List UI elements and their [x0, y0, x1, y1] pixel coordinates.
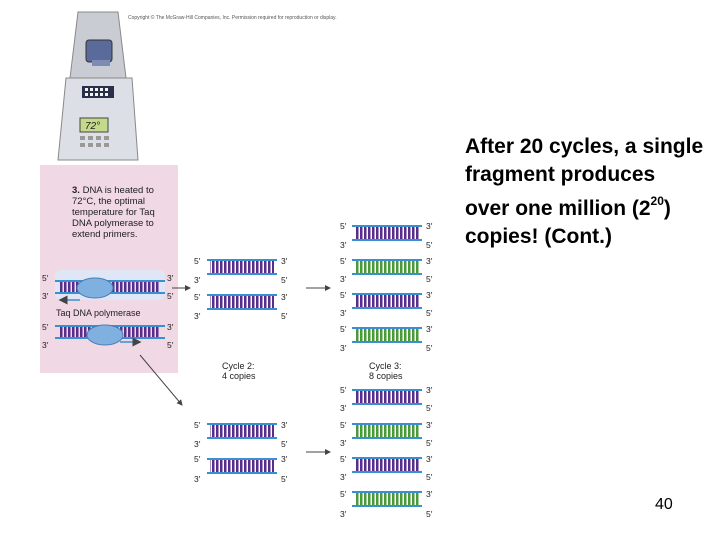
cycle2-copies-bottom: 5′ 3′ 3′ 5′ 5′ 3′ 3′ 5′ [194, 420, 288, 484]
svg-text:3′: 3′ [340, 472, 347, 482]
svg-text:5′: 5′ [340, 489, 347, 499]
svg-text:5′: 5′ [340, 454, 347, 464]
svg-text:5′: 5′ [281, 439, 288, 449]
flow-arrows [139, 285, 331, 455]
cycle2-title: Cycle 2: [222, 361, 255, 371]
svg-text:5′: 5′ [194, 292, 201, 302]
svg-text:3′: 3′ [167, 322, 174, 332]
svg-text:5′: 5′ [426, 472, 433, 482]
svg-text:5′: 5′ [167, 340, 174, 350]
svg-text:3′: 3′ [426, 420, 433, 430]
svg-text:5′: 5′ [426, 240, 433, 250]
cycle3-label: Cycle 3: 8 copies [369, 361, 403, 381]
svg-text:3′: 3′ [194, 474, 201, 484]
svg-text:5′: 5′ [426, 343, 433, 353]
title-part1: After 20 cycles, a single fragment produ… [465, 135, 704, 220]
svg-text:3′: 3′ [340, 438, 347, 448]
svg-text:3′: 3′ [340, 403, 347, 413]
svg-text:5′: 5′ [340, 221, 347, 231]
svg-text:5′: 5′ [426, 274, 433, 284]
svg-text:5′: 5′ [281, 474, 288, 484]
step-text: DNA is heated to 72°C, the optimal tempe… [72, 185, 155, 240]
svg-text:3′: 3′ [194, 311, 201, 321]
svg-text:3′: 3′ [167, 273, 174, 283]
svg-text:5′: 5′ [194, 454, 201, 464]
cycle2-label: Cycle 2: 4 copies [222, 361, 256, 381]
svg-text:3′: 3′ [42, 340, 49, 350]
svg-text:3′: 3′ [281, 420, 288, 430]
svg-text:5′: 5′ [340, 420, 347, 430]
cycle2-copies-top: 5′ 3′ 3′ 5′ 5′ 3′ 3′ 5′ [194, 256, 288, 321]
step-description: 3. DNA is heated to 72°C, the optimal te… [72, 185, 172, 240]
panel-strands: 5′ 3′ 3′ 5′ 5′ 3′ 3′ 5′ [42, 270, 174, 350]
cycle2-count: 4 copies [222, 371, 256, 381]
svg-text:5′: 5′ [426, 308, 433, 318]
cycle3-title: Cycle 3: [369, 361, 402, 371]
title-part2: ) copies! (Cont.) [465, 197, 671, 248]
svg-text:5′: 5′ [340, 290, 347, 300]
svg-text:3′: 3′ [42, 291, 49, 301]
page-number: 40 [655, 496, 673, 513]
svg-text:3′: 3′ [426, 454, 433, 464]
svg-text:5′: 5′ [340, 324, 347, 334]
svg-text:5′: 5′ [42, 273, 49, 283]
svg-text:5′: 5′ [42, 322, 49, 332]
svg-text:3′: 3′ [426, 324, 433, 334]
svg-text:3′: 3′ [281, 454, 288, 464]
svg-text:3′: 3′ [340, 308, 347, 318]
step-number: 3. [72, 185, 80, 196]
taq-polymerase-label: Taq DNA polymerase [56, 308, 141, 318]
svg-text:3′: 3′ [426, 221, 433, 231]
svg-text:3′: 3′ [426, 290, 433, 300]
svg-text:5′: 5′ [281, 311, 288, 321]
svg-text:5′: 5′ [426, 403, 433, 413]
svg-text:5′: 5′ [167, 291, 174, 301]
slide-title: After 20 cycles, a single fragment produ… [465, 133, 705, 251]
cycle3-copies: 5′3′ 3′5′ 5′3′ 3′5′ 5′3′ 3′5′ 5′3′ 3′5′ … [340, 221, 433, 519]
svg-text:3′: 3′ [281, 292, 288, 302]
svg-text:3′: 3′ [426, 489, 433, 499]
svg-text:5′: 5′ [281, 275, 288, 285]
svg-text:5′: 5′ [194, 420, 201, 430]
cycle3-count: 8 copies [369, 371, 403, 381]
svg-text:3′: 3′ [426, 385, 433, 395]
svg-text:3′: 3′ [281, 256, 288, 266]
svg-text:3′: 3′ [340, 509, 347, 519]
svg-text:3′: 3′ [340, 240, 347, 250]
svg-text:5′: 5′ [426, 438, 433, 448]
svg-text:5′: 5′ [194, 256, 201, 266]
svg-text:3′: 3′ [194, 439, 201, 449]
machine-display-text: 72° [85, 121, 100, 132]
svg-text:5′: 5′ [340, 385, 347, 395]
svg-text:3′: 3′ [426, 256, 433, 266]
svg-text:3′: 3′ [194, 275, 201, 285]
title-superscript: 20 [650, 194, 664, 208]
svg-text:3′: 3′ [340, 274, 347, 284]
svg-text:5′: 5′ [426, 509, 433, 519]
svg-text:5′: 5′ [340, 256, 347, 266]
copyright-notice: Copyright © The McGraw-Hill Companies, I… [128, 15, 337, 21]
svg-text:3′: 3′ [340, 343, 347, 353]
